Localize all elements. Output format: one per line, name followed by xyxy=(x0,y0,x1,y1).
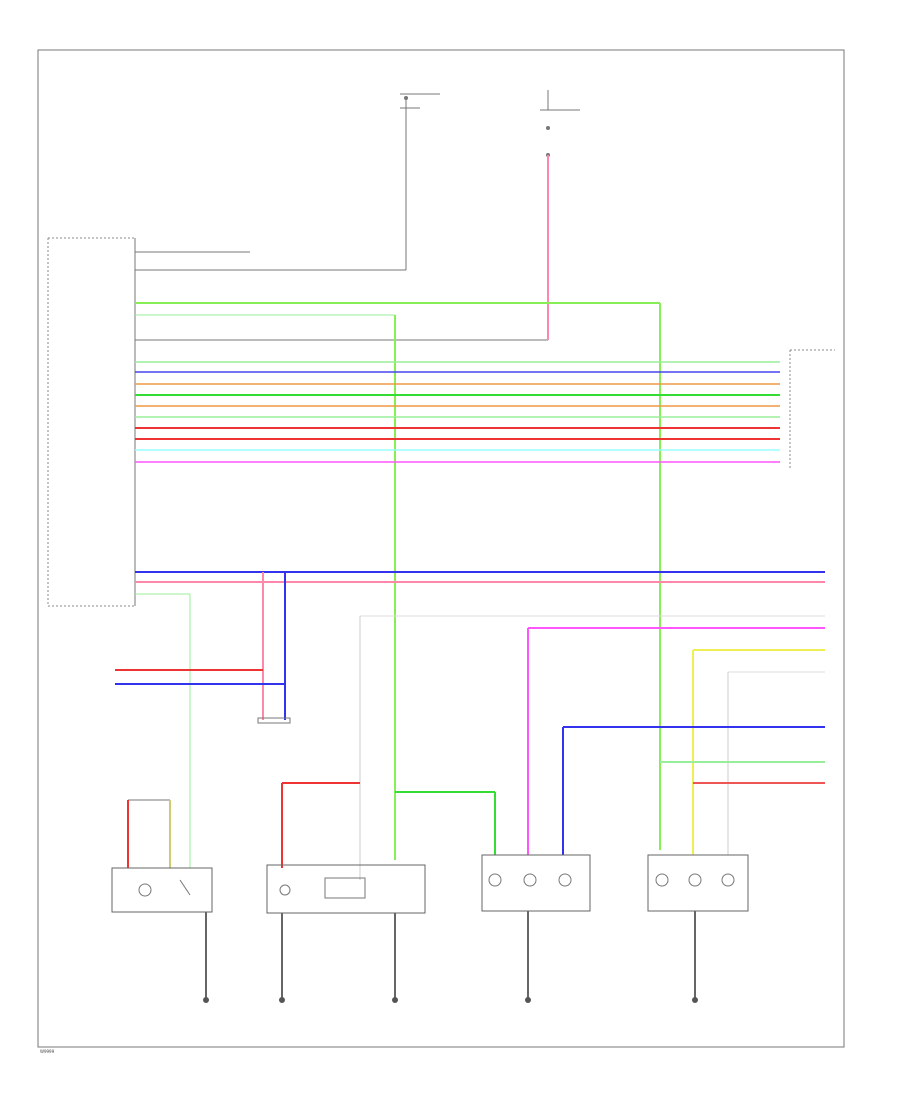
stop-lamp-switch xyxy=(266,782,426,1003)
hazard-switch xyxy=(111,799,213,1003)
fuse-block-left xyxy=(400,93,440,270)
data-link-connector xyxy=(115,572,291,724)
fuse-block-right xyxy=(540,90,580,157)
right-front-combination-lamp xyxy=(481,854,591,1003)
body-control-module xyxy=(47,237,136,607)
combination-switch-connector xyxy=(789,349,835,470)
left-front-combination-lamp xyxy=(647,854,749,1003)
combination-switch-wires xyxy=(135,361,780,463)
diagram-frame xyxy=(37,49,845,1048)
diagram-code: W9999 xyxy=(40,1049,55,1054)
